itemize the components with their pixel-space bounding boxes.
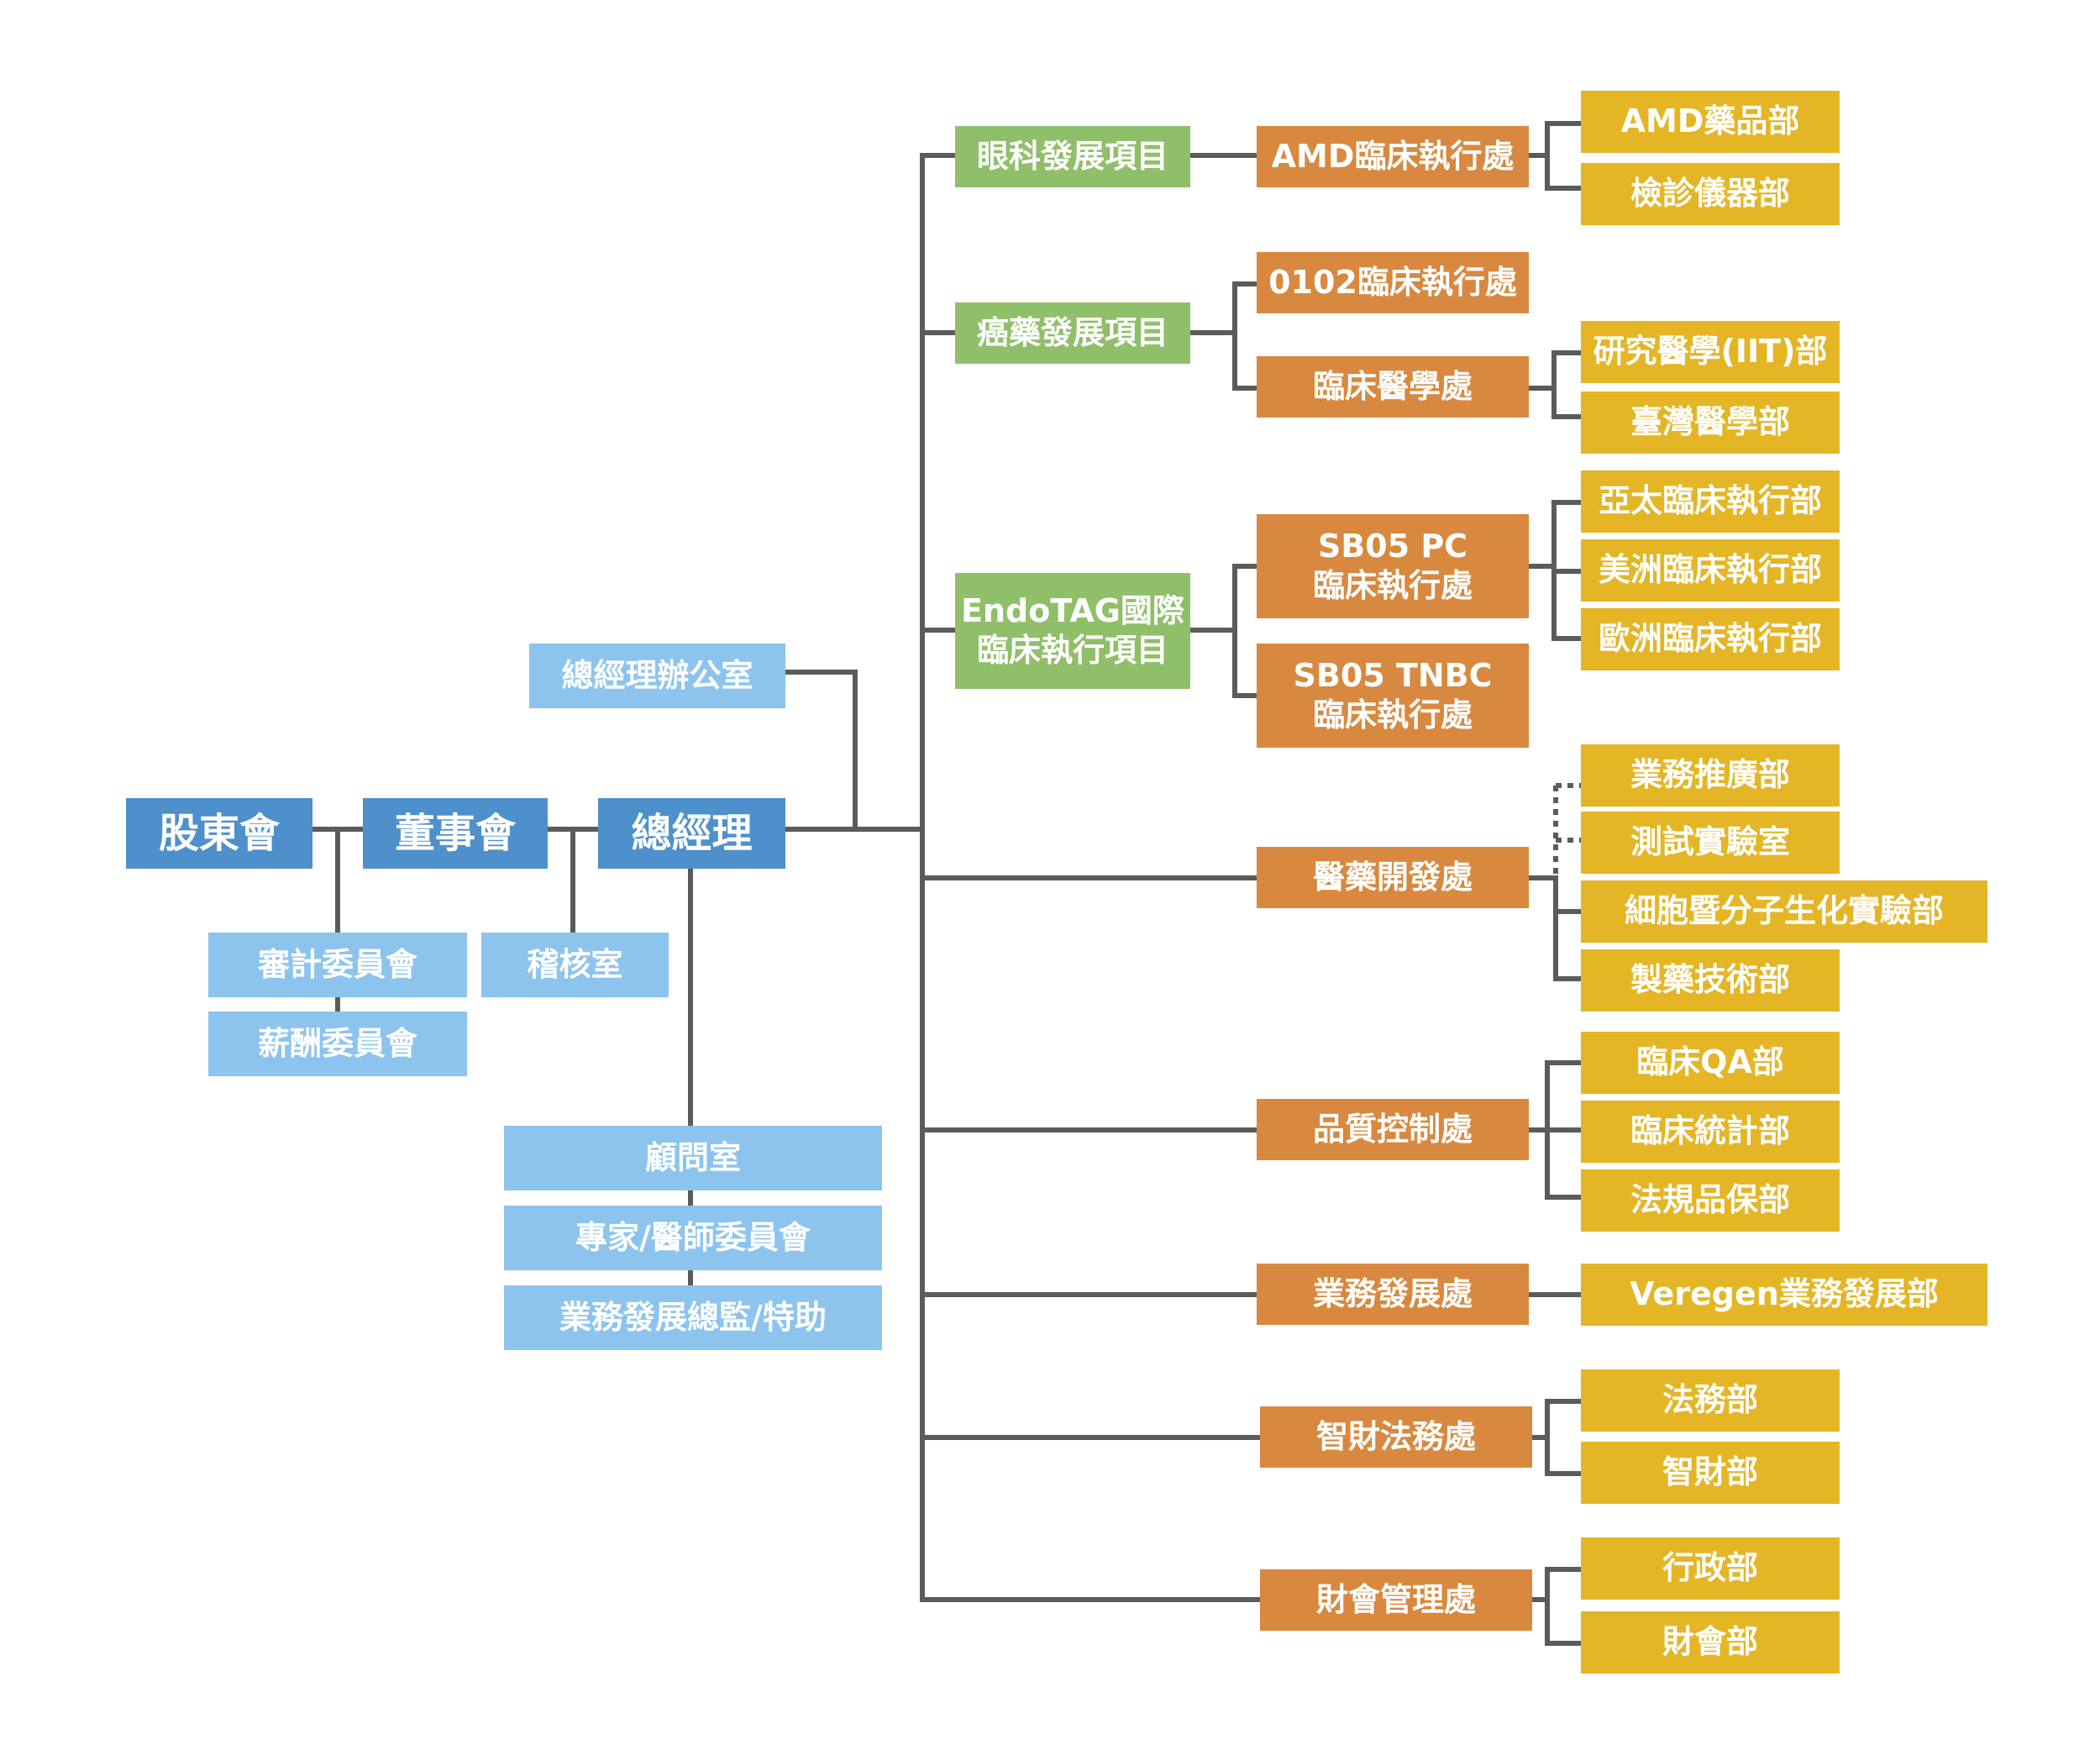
endotag-project-box: EndoTAG國際 臨床執行項目 [955, 573, 1190, 689]
amd-pharma-dept-box: AMD藥品部 [1581, 91, 1840, 153]
diagnostic-devices-dept-box: 檢診儀器部 [1581, 163, 1840, 225]
sb05-tnbc-division-box: SB05 TNBC 臨床執行處 [1257, 644, 1529, 748]
quality-control-division-box: 品質控制處 [1257, 1099, 1529, 1160]
clinical-qa-dept-box: 臨床QA部 [1581, 1032, 1840, 1094]
ip-legal-division-box: 智財法務處 [1260, 1406, 1532, 1468]
pharma-tech-dept-box: 製藥技術部 [1581, 949, 1840, 1012]
ophthalmology-project-box: 眼科發展項目 [955, 126, 1190, 187]
iit-research-dept-box: 研究醫學(IIT)部 [1581, 321, 1840, 383]
pharma-dev-division-box: 醫藥開發處 [1257, 847, 1529, 908]
business-dev-division-box: 業務發展處 [1257, 1264, 1529, 1325]
advisory-office-box: 顧問室 [504, 1126, 882, 1190]
remuneration-committee-box: 薪酬委員會 [208, 1012, 467, 1076]
cell-molecular-lab-dept-box: 細胞暨分子生化實驗部 [1581, 880, 1987, 943]
admin-dept-box: 行政部 [1581, 1537, 1840, 1600]
legal-dept-box: 法務部 [1581, 1369, 1840, 1432]
shareholders-box: 股東會 [126, 798, 312, 869]
europe-clinical-dept-box: 歐洲臨床執行部 [1581, 608, 1840, 670]
clinical-medicine-division-box: 臨床醫學處 [1257, 356, 1529, 418]
business-promotion-dept-box: 業務推廣部 [1581, 744, 1840, 807]
finance-mgmt-division-box: 財會管理處 [1260, 1569, 1532, 1631]
clinical-0102-division-box: 0102臨床執行處 [1257, 252, 1529, 313]
board-box: 董事會 [363, 798, 548, 869]
expert-committee-box: 專家/醫師委員會 [504, 1206, 882, 1270]
clinical-stats-dept-box: 臨床統計部 [1581, 1101, 1840, 1163]
bd-director-box: 業務發展總監/特助 [504, 1285, 882, 1350]
ceo-box: 總經理 [598, 798, 785, 869]
americas-clinical-dept-box: 美洲臨床執行部 [1581, 539, 1840, 602]
amd-clinical-division-box: AMD臨床執行處 [1257, 126, 1529, 187]
ip-dept-box: 智財部 [1581, 1442, 1840, 1504]
internal-audit-box: 稽核室 [481, 933, 669, 997]
taiwan-medical-dept-box: 臺灣醫學部 [1581, 392, 1840, 454]
sb05-pc-division-box: SB05 PC 臨床執行處 [1257, 514, 1529, 618]
regulatory-qa-dept-box: 法規品保部 [1581, 1169, 1840, 1232]
apac-clinical-dept-box: 亞太臨床執行部 [1581, 470, 1840, 533]
audit-committee-box: 審計委員會 [208, 933, 467, 997]
veregen-bd-dept-box: Veregen業務發展部 [1581, 1264, 1987, 1326]
accounting-dept-box: 財會部 [1581, 1611, 1840, 1674]
testing-lab-dept-box: 測試實驗室 [1581, 812, 1840, 874]
ceo-office-box: 總經理辦公室 [529, 644, 785, 708]
oncology-project-box: 癌藥發展項目 [955, 302, 1190, 364]
